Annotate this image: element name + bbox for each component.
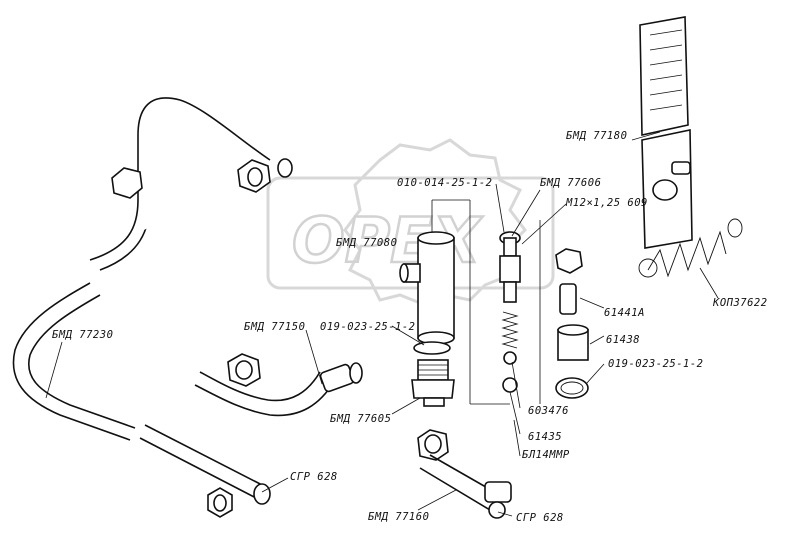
pipe-bmd77160 — [417, 429, 512, 519]
bracket-bmd77180 — [639, 16, 693, 249]
label-bl14mmr: БЛ14ММР — [522, 449, 570, 461]
label-bmd77606: БМД 77606 — [540, 177, 601, 189]
label-bmd77230: БМД 77230 — [52, 329, 113, 341]
pipe-bmd77230 — [12, 97, 293, 518]
label-bmd77150: БМД 77150 — [244, 321, 305, 333]
part-labels: БМД 77180 010-014-25-1-2 БМД 77606 М12×1… — [52, 130, 768, 524]
leader-lines — [45, 131, 719, 517]
label-sgr628-bottom: СГР 628 — [516, 512, 564, 524]
label-kop37622: КОП37622 — [712, 297, 768, 309]
label-ring-019-left: 019-023-25-1-2 — [320, 321, 416, 333]
label-bmd77605: БМД 77605 — [330, 413, 391, 425]
label-603476: 603476 — [528, 405, 569, 417]
fitting-bmd77080 — [399, 231, 455, 355]
label-bmd77180: БМД 77180 — [566, 130, 627, 142]
right-small-parts — [555, 248, 589, 399]
label-pin-010: 010-014-25-1-2 — [397, 177, 493, 189]
label-sgr628-top: СГР 628 — [290, 471, 338, 483]
label-61438: 61438 — [606, 334, 640, 346]
nut-bmd77605 — [411, 359, 455, 407]
label-m12: М12×1,25 609 — [565, 197, 648, 209]
label-ring-019-right: 019-023-25-1-2 — [608, 358, 704, 370]
pipe-bmd77150 — [194, 353, 363, 417]
spring-kop37622 — [638, 218, 743, 278]
label-61435: 61435 — [528, 431, 562, 443]
valve-assembly — [499, 231, 521, 393]
label-61441a: 61441А — [604, 307, 645, 319]
label-bmd77080: БМД 77080 — [336, 237, 397, 249]
label-bmd77160: БМД 77160 — [368, 511, 429, 523]
